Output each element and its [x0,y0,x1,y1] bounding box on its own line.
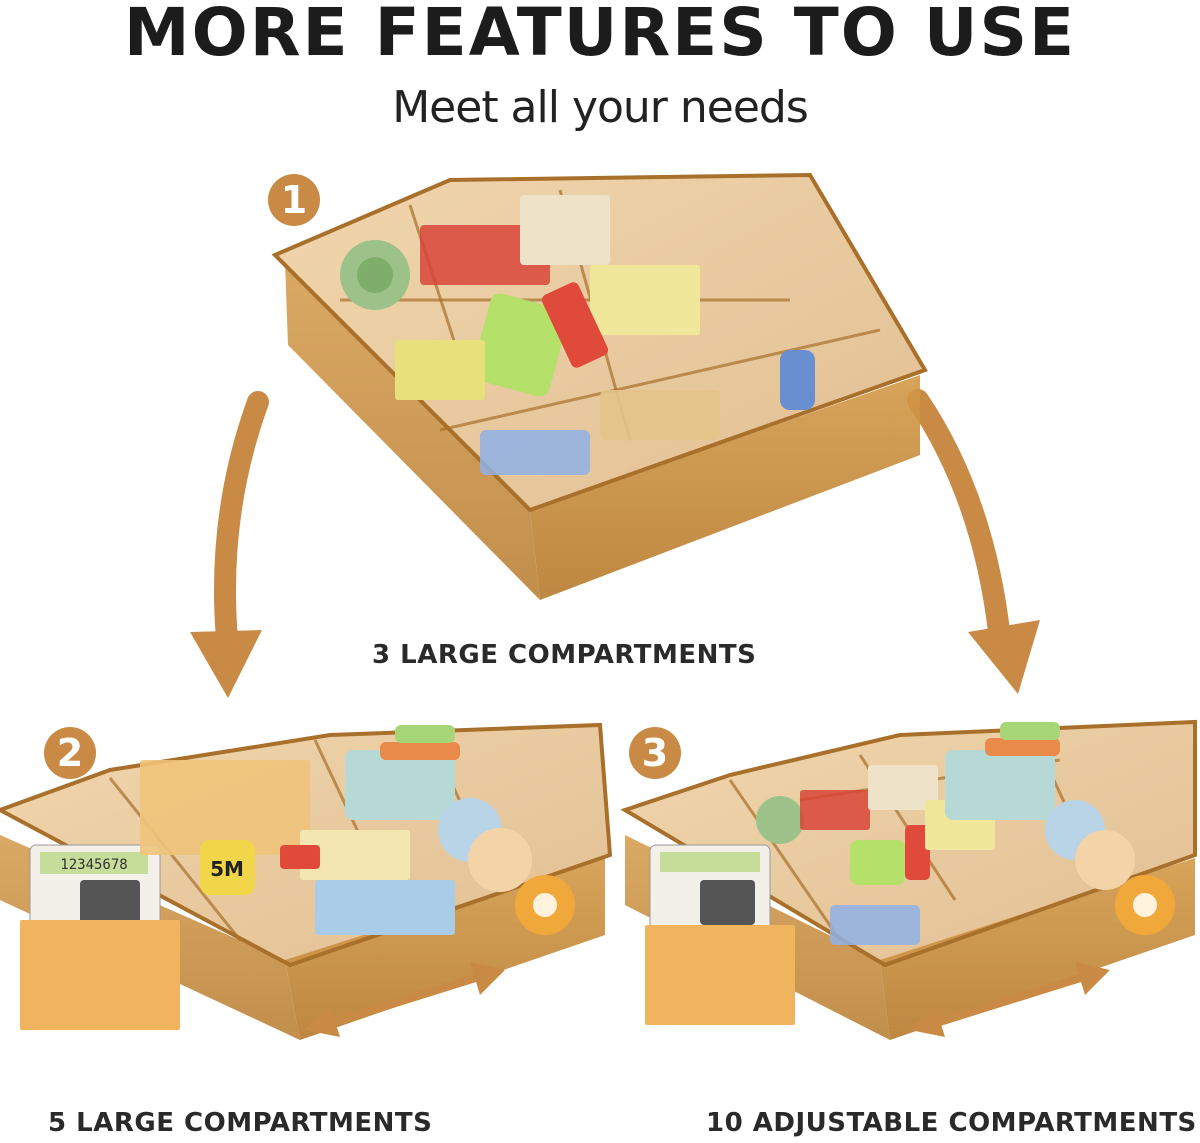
calculator-display-text: 12345678 [60,857,127,873]
organizer-tray-2: 12345678 5M [0,722,613,1040]
step-badge-2: 2 [44,727,96,779]
curved-arrow-left [190,391,269,698]
step-badge-1: 1 [268,174,320,226]
page-title: MORE FEATURES TO USE [123,0,1077,71]
curved-arrow-right [907,389,1040,694]
caption-config-3: 10 ADJUSTABLE COMPARTMENTS [706,1108,1197,1138]
caption-config-1: 3 LARGE COMPARTMENTS [372,640,757,670]
tape-measure-text: 5M [210,857,244,881]
caption-config-2: 5 LARGE COMPARTMENTS [48,1108,433,1138]
organizer-tray-1 [271,172,928,600]
page-subtitle: Meet all your needs [392,82,809,133]
organizer-tray-3 [620,719,1197,1040]
extend-arrow-tray-2 [305,962,505,1037]
extend-arrow-tray-3 [910,962,1110,1037]
step-badge-3: 3 [629,727,681,779]
